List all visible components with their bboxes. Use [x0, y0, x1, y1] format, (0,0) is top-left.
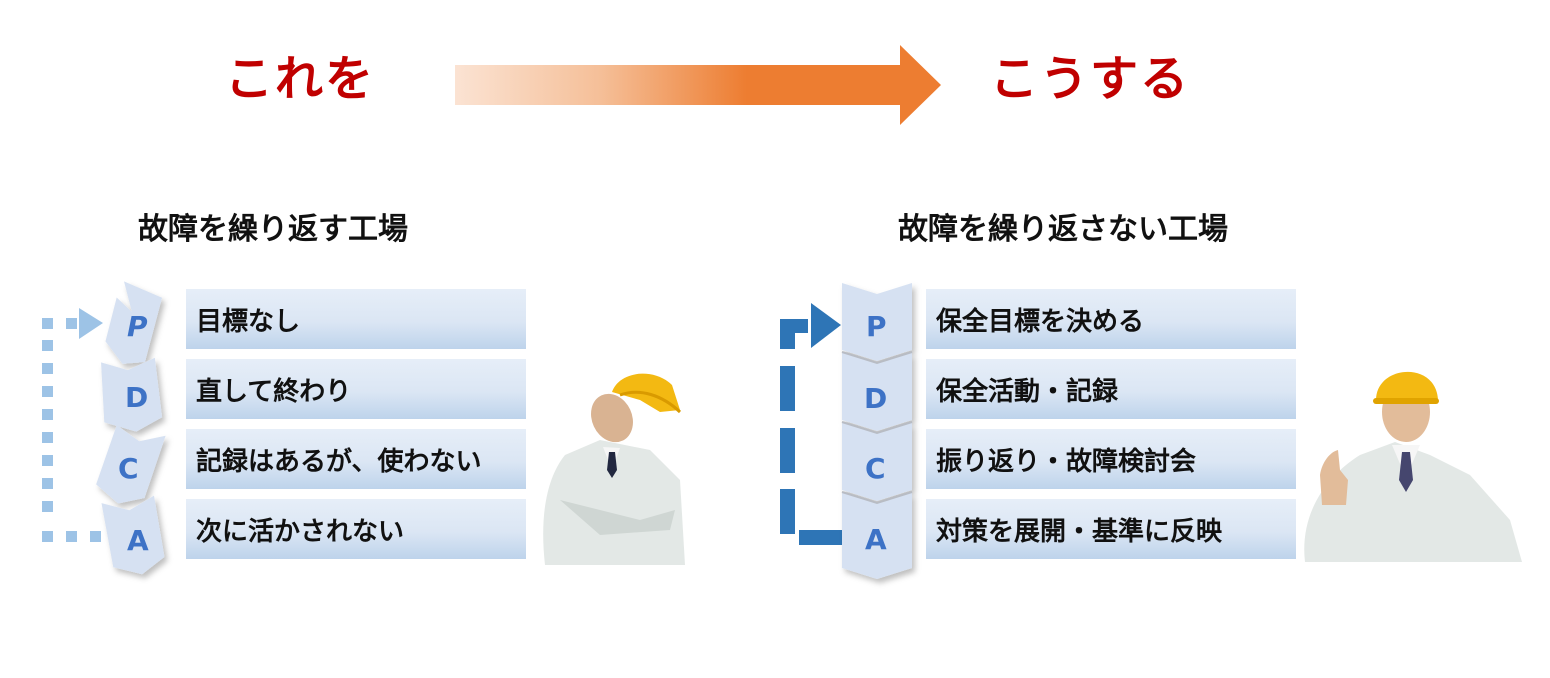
- left-panel-title: 故障を繰り返す工場: [138, 212, 408, 247]
- right-chevron-a: [842, 492, 912, 579]
- right-step-row: 振り返り・故障検討会: [926, 429, 1296, 489]
- left-step-text: 目標なし: [196, 306, 301, 337]
- left-chevron-d: [101, 357, 163, 432]
- left-step-row: 直して終わり: [186, 359, 526, 419]
- before-label: これを: [225, 51, 376, 107]
- left-letter-d: D: [125, 381, 148, 414]
- right-step-text: 保全目標を決める: [936, 306, 1145, 337]
- left-step-row: 目標なし: [186, 289, 526, 349]
- right-loop-dashed-icon: [780, 303, 845, 545]
- right-step-text: 振り返り・故障検討会: [936, 446, 1197, 477]
- right-step-text: 対策を展開・基準に反映: [936, 516, 1223, 547]
- left-letter-p: P: [127, 310, 148, 343]
- left-letter-a: A: [127, 524, 149, 557]
- left-chevron-p: [105, 281, 163, 364]
- left-step-text: 記録はあるが、使わない: [196, 446, 482, 477]
- right-letter-a: A: [865, 523, 887, 556]
- left-step-text: 直して終わり: [196, 376, 352, 407]
- right-letter-p: P: [866, 310, 887, 343]
- left-chevron-a: [101, 495, 165, 575]
- right-chevron-d: [842, 352, 912, 431]
- left-letter-c: C: [118, 452, 139, 485]
- right-step-row: 対策を展開・基準に反映: [926, 499, 1296, 559]
- right-chevron-c: [842, 422, 912, 501]
- left-chevron-c: [96, 425, 166, 504]
- right-panel-title: 故障を繰り返さない工場: [898, 212, 1228, 247]
- left-step-row: 次に活かされない: [186, 499, 526, 559]
- after-label: こうする: [990, 51, 1191, 107]
- right-chevron-p: [842, 283, 912, 361]
- right-step-text: 保全活動・記録: [936, 376, 1119, 407]
- right-step-row: 保全目標を決める: [926, 289, 1296, 349]
- left-loop-dotted-icon: [42, 308, 103, 542]
- right-step-row: 保全活動・記録: [926, 359, 1296, 419]
- right-letter-c: C: [865, 452, 886, 485]
- right-letter-d: D: [864, 382, 887, 415]
- left-step-row: 記録はあるが、使わない: [186, 429, 526, 489]
- left-step-text: 次に活かされない: [196, 516, 405, 547]
